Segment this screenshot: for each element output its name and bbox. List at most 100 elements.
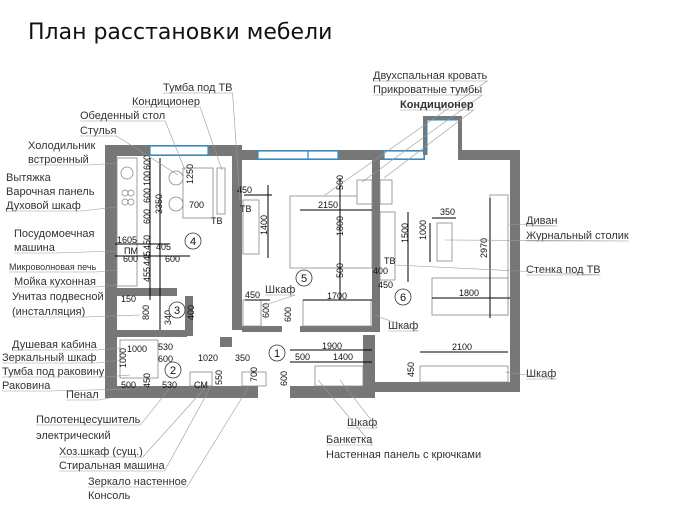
- leader-line: [339, 379, 378, 429]
- dimension-label: 1400: [333, 352, 353, 362]
- room-number: 5: [301, 273, 307, 285]
- dimension-label: 400: [373, 266, 388, 276]
- dimension-label: 600: [165, 254, 180, 264]
- callout-label: Шкаф: [347, 417, 377, 429]
- callout-label: машина: [14, 242, 56, 254]
- dimension-label: 530: [162, 380, 177, 390]
- leader-line: [261, 294, 296, 307]
- room-number-circle: [164, 361, 182, 379]
- dimension-label: 100: [142, 171, 152, 186]
- callout-label: Холодильник: [28, 140, 95, 152]
- dimension-label: 350: [235, 353, 250, 363]
- callout-label: Раковина: [2, 380, 51, 392]
- dimension-label: 550: [214, 370, 224, 385]
- dimension-label: 1700: [327, 291, 347, 301]
- callout-label: Стулья: [80, 125, 117, 137]
- dimension-label: 3350: [154, 194, 164, 214]
- dimension-label: 1020: [198, 353, 218, 363]
- dimension-label: 150: [121, 294, 136, 304]
- callout-label: электрический: [36, 430, 111, 442]
- dimension-label: 1900: [322, 341, 342, 351]
- dimension-label: 500: [121, 380, 136, 390]
- callout-label: Тумба под ТВ: [163, 82, 233, 94]
- room-number: 4: [190, 236, 196, 248]
- dimension-label: 450: [142, 373, 152, 388]
- callout-label: Полотенцесушитель: [36, 414, 141, 426]
- callout-label: Кондиционер: [132, 96, 200, 108]
- leader-line: [12, 347, 121, 351]
- callout-label: Зеркало настенное: [88, 476, 187, 488]
- callout-label: Обеденный стол: [80, 110, 165, 122]
- leader-line: [324, 80, 489, 196]
- leader-line: [361, 94, 484, 183]
- dimension-label: 450: [237, 185, 252, 195]
- leader-line: [507, 223, 558, 227]
- callout-label: Микроволновая печь: [9, 262, 97, 272]
- leader-line: [504, 371, 557, 380]
- leader-line: [14, 284, 118, 288]
- dimension-label: 1500: [400, 223, 410, 243]
- leader-line: [2, 374, 131, 378]
- dimension-label: 1605: [117, 235, 137, 245]
- dimension-label: 405: [156, 242, 171, 252]
- callout-label: Тумба под раковину: [2, 366, 105, 378]
- furniture-mark: ПМ: [124, 246, 138, 256]
- leader-line: [12, 314, 141, 318]
- leader-line: [163, 92, 241, 201]
- dimension-label: 2100: [452, 342, 472, 352]
- leader-line: [59, 387, 211, 472]
- leader-line: [383, 109, 475, 179]
- callout-label: Мойка кухонная: [14, 276, 96, 288]
- dimension-label: 600: [142, 155, 152, 170]
- dimension-label: 1000: [418, 220, 428, 240]
- dimension-label: 600: [142, 209, 152, 224]
- callout-label: Пенал: [66, 389, 99, 401]
- callout-label: Зеркальный шкаф: [2, 352, 96, 364]
- callout-label: Стенка под ТВ: [526, 264, 601, 276]
- dimension-label: 800: [141, 305, 151, 320]
- callout-label: Консоль: [88, 490, 131, 502]
- callout-label: Вытяжка: [6, 172, 52, 184]
- leader-line: [59, 387, 206, 458]
- windows: [149, 116, 462, 160]
- leader-line: [6, 206, 118, 212]
- leader-line: [36, 387, 171, 426]
- callout-label: Настенная панель с крючками: [326, 449, 481, 461]
- room-number: 6: [400, 292, 406, 304]
- callout-label: Двухспальная кровать: [373, 70, 488, 82]
- leader-line: [80, 135, 179, 176]
- dimension-label: 600: [142, 188, 152, 203]
- leader-line: [373, 314, 419, 332]
- dimension-label: 2150: [318, 200, 338, 210]
- leader-line: [394, 264, 601, 276]
- room-number-circle: [295, 269, 313, 287]
- dimension-label: 600: [283, 307, 293, 322]
- room-number: 1: [274, 348, 280, 360]
- dimension-label: 530: [158, 342, 173, 352]
- leader-line: [28, 162, 118, 166]
- dimension-label: 1400: [259, 215, 269, 235]
- leader-line: [66, 397, 111, 401]
- leader-line: [2, 388, 131, 392]
- callout-label: Унитаз подвесной: [12, 291, 104, 303]
- callout-label: Стиральная машина: [59, 460, 165, 472]
- dimension-label: 1800: [459, 288, 479, 298]
- leader-line: [80, 120, 186, 171]
- room-number-circle: [268, 344, 286, 362]
- callout-label: Диван: [526, 215, 558, 227]
- dimension-label: 340: [163, 310, 173, 325]
- dimension-label: 600: [158, 354, 173, 364]
- dimension-label: 700: [189, 200, 204, 210]
- callout-label: Варочная панель: [6, 186, 95, 198]
- dimension-label: 455: [142, 267, 152, 282]
- dimension-label: 600: [261, 303, 271, 318]
- callout-label: (инсталляция): [12, 306, 85, 318]
- leader-line: [132, 106, 223, 171]
- furniture-mark: ТВ: [384, 256, 396, 266]
- page-title: План расстановки мебели: [28, 20, 333, 45]
- dimension-label: 1250: [185, 164, 195, 184]
- callout-label: встроенный: [28, 154, 89, 166]
- dimension-label: 1000: [118, 348, 128, 368]
